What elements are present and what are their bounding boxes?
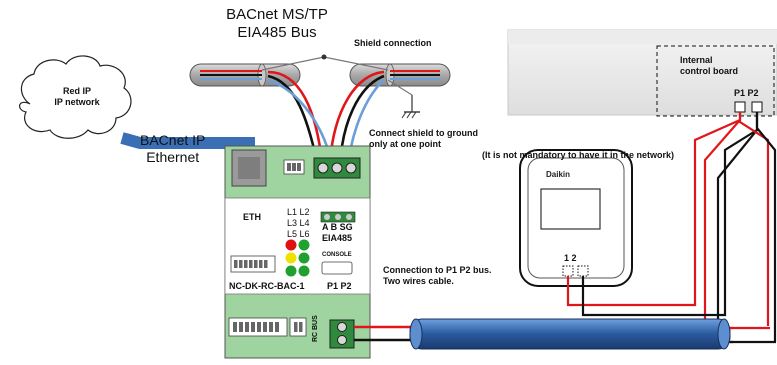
ground-symbol <box>401 95 420 119</box>
ground-note-line1: Connect shield to ground <box>369 128 478 138</box>
led-row3-label: L5 L6 <box>287 229 310 239</box>
internal-board-label: Internal control board <box>680 55 738 77</box>
gateway-device <box>224 145 371 359</box>
internal-board-line2: control board <box>680 66 738 76</box>
connection-note-line1: Connection to P1 P2 bus. <box>383 265 492 275</box>
connection-note-line2: Two wires cable. <box>383 276 454 286</box>
cloud-label-line2: IP network <box>54 97 100 107</box>
led-row2-label: L3 L4 <box>287 218 310 228</box>
ethernet-label: BACnet IP Ethernet <box>140 132 205 166</box>
shield-connection-label: Shield connection <box>354 38 432 48</box>
gateway-p1p2-label: P1 P2 <box>327 281 352 291</box>
indoor-unit <box>507 29 777 117</box>
remote-terminals-label: 1 2 <box>564 253 577 263</box>
led-row1-label: L1 L2 <box>287 207 310 217</box>
gateway-model-label: NC-DK-RC-BAC-1 <box>229 281 305 291</box>
gateway-bus-label: BUS <box>312 315 319 330</box>
connection-note: Connection to P1 P2 bus. Two wires cable… <box>383 265 492 287</box>
ground-note-line2: only at one point <box>369 139 441 149</box>
daikin-logo: Daikin <box>546 170 571 179</box>
internal-board-line1: Internal <box>680 55 713 65</box>
gateway-eia485-label: EIA485 <box>322 233 353 243</box>
ethernet-link <box>120 132 255 149</box>
optional-note: (It is not mandatory to have it in the n… <box>482 150 675 160</box>
ethernet-label-line2: Ethernet <box>146 149 200 165</box>
p1p2-cable <box>354 318 776 350</box>
ip-network-cloud <box>19 55 132 139</box>
gateway-led-labels: L1 L2 L3 L4 L5 L6 <box>287 207 310 240</box>
mstp-shielded-cable <box>189 63 451 87</box>
ethernet-label-line1: BACnet IP <box>140 132 206 148</box>
cloud-label: Red IP IP network <box>42 86 112 108</box>
bus-title-line1: BACnet MS/TP <box>226 6 328 23</box>
cloud-label-line1: Red IP <box>62 86 91 96</box>
bus-title-line2: EIA485 Bus <box>237 24 317 41</box>
board-p1p2-label: P1 P2 <box>734 88 759 98</box>
shield-wires <box>261 54 413 96</box>
ground-note: Connect shield to ground only at one poi… <box>369 128 478 150</box>
gateway-eia-terminals-label: A B SG <box>322 222 353 232</box>
remote-controller <box>519 149 633 287</box>
gateway-rc-label: RC <box>312 331 319 342</box>
gateway-console-label: CONSOLE <box>322 252 352 258</box>
gateway-eth-label: ETH <box>243 212 261 222</box>
bus-title: BACnet MS/TP EIA485 Bus <box>222 6 332 42</box>
